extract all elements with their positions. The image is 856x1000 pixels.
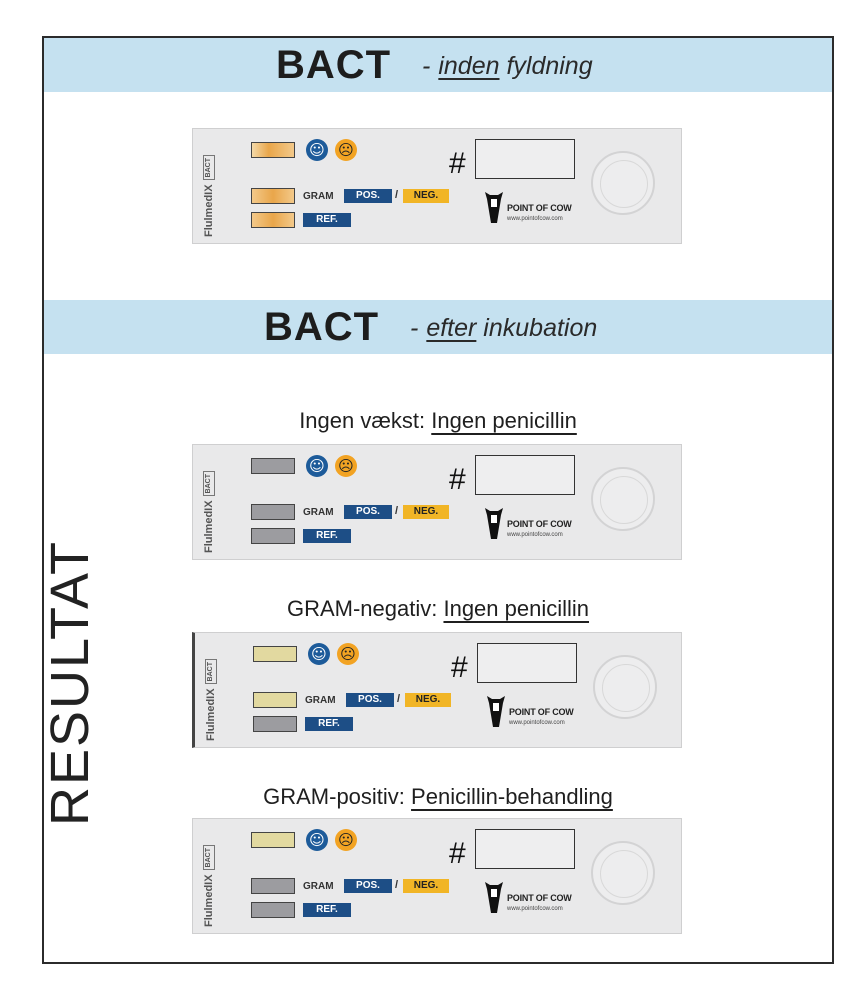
- cow-icon: [485, 192, 503, 223]
- frown-icon: ☹: [337, 643, 359, 665]
- id-box: [475, 455, 575, 495]
- hash-sign: #: [451, 651, 468, 684]
- gram-label: GRAM: [303, 507, 334, 518]
- pos-label: POS.: [346, 693, 394, 707]
- frown-icon: ☹: [335, 829, 357, 851]
- logo-url: www.pointofcow.com: [507, 216, 563, 222]
- banner-subtitle: -efter inkubation: [410, 314, 598, 342]
- id-box: [477, 643, 577, 683]
- banner-subtitle: -inden fyldning: [422, 52, 593, 80]
- slash: /: [395, 879, 399, 891]
- sample-disc: [593, 655, 657, 719]
- banner-title: BACT: [276, 43, 392, 87]
- id-box: [475, 829, 575, 869]
- neg-label: NEG.: [403, 505, 449, 519]
- well-ref: [253, 716, 297, 732]
- cow-icon: [487, 696, 505, 727]
- frown-icon: ☹: [335, 455, 357, 477]
- banner-title: BACT: [264, 305, 380, 349]
- test-card-gram-positive: FlulmedIXBACT ☺ ☹ GRAM POS. / NEG. REF. …: [192, 818, 682, 934]
- logo-url: www.pointofcow.com: [507, 532, 563, 538]
- sample-disc: [591, 151, 655, 215]
- cow-icon: [485, 882, 503, 913]
- well-gram: [253, 692, 297, 708]
- card-brand: FlulmedIXBACT: [199, 453, 221, 553]
- well-top: [253, 646, 297, 662]
- slash: /: [395, 189, 399, 201]
- ref-label: REF.: [303, 903, 351, 917]
- pos-label: POS.: [344, 189, 392, 203]
- ref-label: REF.: [303, 529, 351, 543]
- well-top: [251, 458, 295, 474]
- banner-before-filling: BACT -inden fyldning: [44, 38, 832, 92]
- logo-text: POINT OF COW: [509, 707, 574, 717]
- hash-sign: #: [449, 837, 466, 870]
- card-brand: FlulmedIXBACT: [199, 137, 221, 237]
- hash-sign: #: [449, 147, 466, 180]
- pos-label: POS.: [344, 879, 392, 893]
- sample-disc: [591, 467, 655, 531]
- result-caption-3: GRAM-positiv: Penicillin-behandling: [263, 784, 613, 809]
- well-ref: [251, 902, 295, 918]
- sample-disc: [591, 841, 655, 905]
- result-caption-1: Ingen vækst: Ingen penicillin: [299, 408, 577, 433]
- logo-text: POINT OF COW: [507, 203, 572, 213]
- card-brand: FlulmedIXBACT: [201, 641, 223, 741]
- test-card-before: FlulmedIXBACT ☺ ☹ GRAM POS. / NEG. REF. …: [192, 128, 682, 244]
- slash: /: [397, 693, 401, 705]
- neg-label: NEG.: [405, 693, 451, 707]
- well-ref: [251, 528, 295, 544]
- poster-frame: BACT -inden fyldning FlulmedIXBACT ☺ ☹ G…: [40, 36, 834, 964]
- neg-label: NEG.: [403, 879, 449, 893]
- pos-label: POS.: [344, 505, 392, 519]
- result-caption-2: GRAM-negativ: Ingen penicillin: [286, 596, 590, 621]
- well-gram: [251, 504, 295, 520]
- test-card-no-growth: FlulmedIXBACT ☺ ☹ GRAM POS. / NEG. REF. …: [192, 444, 682, 560]
- gram-label: GRAM: [305, 695, 336, 706]
- smile-icon: ☺: [306, 139, 328, 161]
- logo-url: www.pointofcow.com: [509, 720, 565, 726]
- well-gram: [251, 878, 295, 894]
- logo-text: POINT OF COW: [507, 519, 572, 529]
- slash: /: [395, 505, 399, 517]
- well-ref: [251, 212, 295, 228]
- banner-after-incubation: BACT -efter inkubation: [44, 300, 832, 354]
- smile-icon: ☺: [306, 829, 328, 851]
- logo-text: POINT OF COW: [507, 893, 572, 903]
- logo-url: www.pointofcow.com: [507, 906, 563, 912]
- neg-label: NEG.: [403, 189, 449, 203]
- id-box: [475, 139, 575, 179]
- well-gram: [251, 188, 295, 204]
- smile-icon: ☺: [306, 455, 328, 477]
- gram-label: GRAM: [303, 191, 334, 202]
- well-top: [251, 142, 295, 158]
- ref-label: REF.: [305, 717, 353, 731]
- well-top: [251, 832, 295, 848]
- frown-icon: ☹: [335, 139, 357, 161]
- card-brand: FlulmedIXBACT: [199, 827, 221, 927]
- smile-icon: ☺: [308, 643, 330, 665]
- gram-label: GRAM: [303, 881, 334, 892]
- hash-sign: #: [449, 463, 466, 496]
- test-card-gram-negative: FlulmedIXBACT ☺ ☹ GRAM POS. / NEG. REF. …: [192, 632, 682, 748]
- ref-label: REF.: [303, 213, 351, 227]
- cow-icon: [485, 508, 503, 539]
